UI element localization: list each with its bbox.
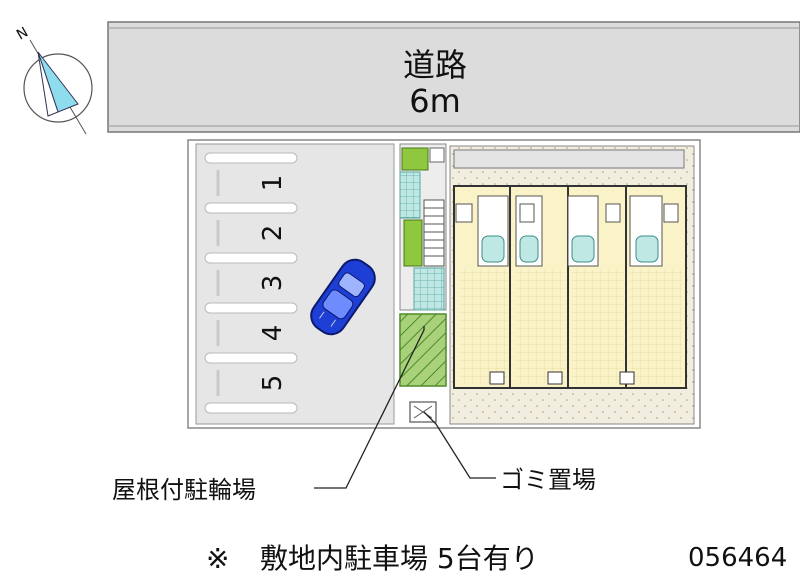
garbage-area-cross xyxy=(413,405,433,419)
room-floor xyxy=(458,270,508,384)
north-label: N xyxy=(14,24,31,43)
stall-dividers xyxy=(204,152,298,414)
post-box-icon xyxy=(429,147,445,163)
compass-ring xyxy=(23,53,93,123)
covered-bicycle-parking xyxy=(399,313,447,387)
stall-number: 3 xyxy=(258,275,288,292)
bathtub-icons xyxy=(481,235,659,263)
toilet-icons xyxy=(455,203,679,223)
stall-number: 1 xyxy=(258,175,288,192)
stair-steps xyxy=(424,207,444,257)
bike-parking-label: 屋根付駐輪場 xyxy=(112,476,256,504)
planter-icon xyxy=(403,219,423,267)
road: 道路 6m xyxy=(107,21,800,133)
road-name: 道路 xyxy=(403,46,467,84)
walkway xyxy=(399,143,447,311)
bike-parking-leader xyxy=(314,326,425,489)
property-code: 056464 xyxy=(688,543,787,573)
tile-paving xyxy=(413,267,445,311)
stall-number: 4 xyxy=(258,325,288,342)
corridor xyxy=(453,149,685,169)
garbage-leader xyxy=(423,411,496,479)
garbage-area-label: ゴミ置場 xyxy=(500,466,596,494)
door-icons xyxy=(489,371,635,385)
room-floor xyxy=(630,270,682,384)
note-mark: ※ xyxy=(206,542,229,575)
stall-number: 2 xyxy=(258,225,288,242)
apartment-building xyxy=(449,145,695,425)
compass-needle-south xyxy=(37,51,59,117)
planter-icon xyxy=(401,147,429,171)
car-icon xyxy=(310,258,376,336)
road-surface xyxy=(107,21,800,133)
parking-lot: 1 2 3 4 5 xyxy=(195,143,395,425)
road-width: 6m xyxy=(409,82,461,120)
room-floor xyxy=(514,270,566,384)
compass: N xyxy=(14,24,93,135)
bathroom-blocks xyxy=(477,195,663,267)
room-floor xyxy=(572,270,624,384)
parking-note: 敷地内駐車場 5台有り xyxy=(260,542,539,575)
stall-number: 5 xyxy=(258,375,288,392)
tile-paving xyxy=(399,171,421,219)
